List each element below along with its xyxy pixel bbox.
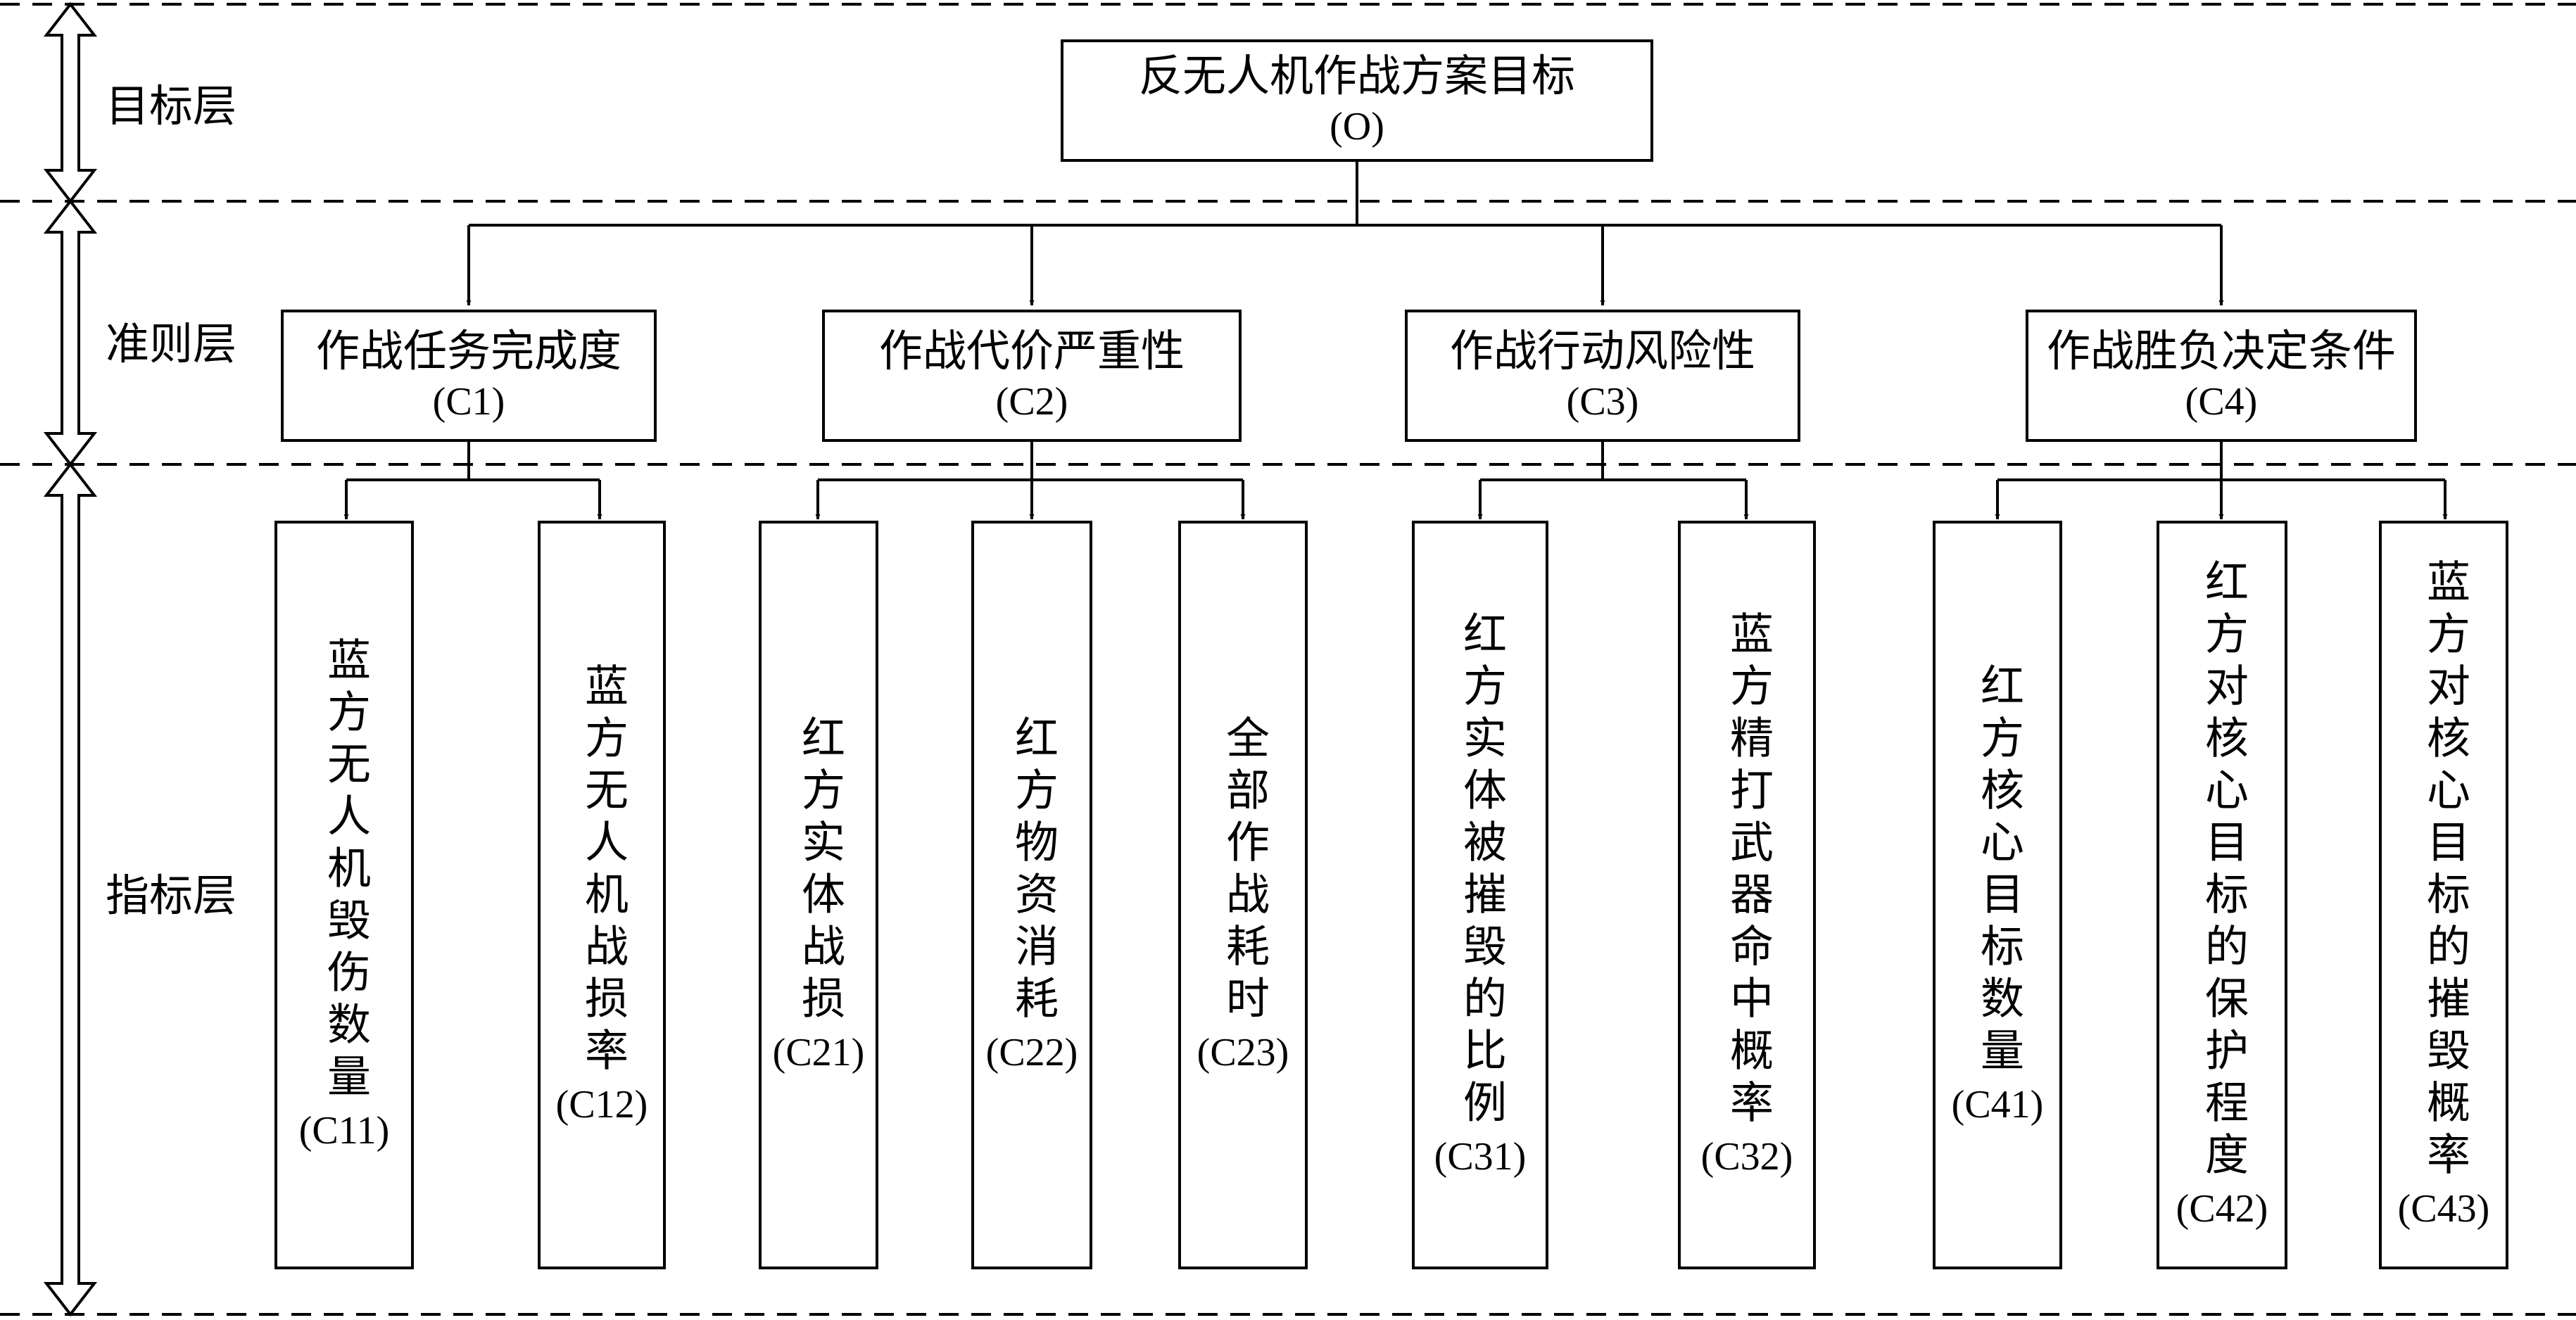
criterion-code: (C2) xyxy=(995,379,1068,424)
indicator-code: (C42) xyxy=(2176,1187,2268,1231)
layer-label-criteria: 准则层 xyxy=(106,321,237,369)
goal-code: (O) xyxy=(1330,104,1384,148)
criterion-title: 作战胜负决定条件 xyxy=(2046,328,2396,376)
indicator-title: 蓝方无人机毁伤数量 xyxy=(320,637,368,1105)
criterion-title: 作战代价严重性 xyxy=(878,328,1185,376)
indicator-code: (C11) xyxy=(298,1109,390,1153)
criterion-code: (C4) xyxy=(2185,379,2258,424)
indicator-node-c23: 全部作战耗时 (C23) xyxy=(1178,521,1308,1269)
goal-span-arrow xyxy=(43,1,98,204)
indicator-code: (C23) xyxy=(1197,1031,1289,1074)
indicator-title: 红方物资消耗 xyxy=(1008,715,1056,1027)
criterion-title: 作战行动风险性 xyxy=(1449,328,1755,376)
criterion-code: (C3) xyxy=(1566,379,1639,424)
indicator-title: 全部作战耗时 xyxy=(1219,715,1267,1027)
indicator-code: (C32) xyxy=(1700,1135,1793,1179)
indicator-code: (C21) xyxy=(772,1031,865,1074)
criteria-span-arrow xyxy=(43,198,98,467)
indicator-title: 蓝方对核心目标的摧毁概率 xyxy=(2420,559,2468,1183)
criteria-connectors xyxy=(343,440,2448,519)
indicator-title: 蓝方无人机战损率 xyxy=(578,663,626,1079)
indicator-span-arrow xyxy=(43,462,98,1317)
criterion-code: (C1) xyxy=(432,379,505,424)
indicator-node-c41: 红方核心目标数量 (C41) xyxy=(1933,521,2062,1269)
criterion-node-c3: 作战行动风险性 (C3) xyxy=(1405,310,1800,442)
indicator-code: (C12) xyxy=(555,1083,648,1127)
indicator-node-c31: 红方实体被摧毁的比例 (C31) xyxy=(1412,521,1548,1269)
layer-dividers xyxy=(0,3,2576,1316)
indicator-node-c43: 蓝方对核心目标的摧毁概率 (C43) xyxy=(2379,521,2508,1269)
indicator-node-c12: 蓝方无人机战损率 (C12) xyxy=(538,521,666,1269)
indicator-title: 红方对核心目标的保护程度 xyxy=(2198,559,2246,1183)
layer-span-arrows xyxy=(43,1,98,1317)
criterion-node-c2: 作战代价严重性 (C2) xyxy=(822,310,1242,442)
goal-node: 反无人机作战方案目标 (O) xyxy=(1061,39,1653,162)
indicator-code: (C43) xyxy=(2397,1187,2490,1231)
criterion-title: 作战任务完成度 xyxy=(315,328,621,376)
indicator-title: 红方实体被摧毁的比例 xyxy=(1456,611,1504,1131)
goal-connectors xyxy=(466,160,2224,305)
indicator-node-c21: 红方实体战损 (C21) xyxy=(759,521,878,1269)
indicator-node-c32: 蓝方精打武器命中概率 (C32) xyxy=(1678,521,1816,1269)
indicator-code: (C31) xyxy=(1434,1135,1527,1179)
indicator-title: 蓝方精打武器命中概率 xyxy=(1723,611,1771,1131)
indicator-node-c42: 红方对核心目标的保护程度 (C42) xyxy=(2157,521,2287,1269)
goal-title: 反无人机作战方案目标 xyxy=(1138,53,1575,101)
indicator-node-c11: 蓝方无人机毁伤数量 (C11) xyxy=(274,521,414,1269)
criterion-node-c1: 作战任务完成度 (C1) xyxy=(281,310,657,442)
layer-label-indicator: 指标层 xyxy=(106,872,237,920)
indicator-title: 红方实体战损 xyxy=(795,715,842,1027)
indicator-code: (C22) xyxy=(985,1031,1078,1074)
indicator-code: (C41) xyxy=(1951,1083,2044,1127)
criterion-node-c4: 作战胜负决定条件 (C4) xyxy=(2026,310,2417,442)
layer-label-goal: 目标层 xyxy=(106,83,237,131)
indicator-node-c22: 红方物资消耗 (C22) xyxy=(971,521,1092,1269)
indicator-title: 红方核心目标数量 xyxy=(1974,663,2021,1079)
